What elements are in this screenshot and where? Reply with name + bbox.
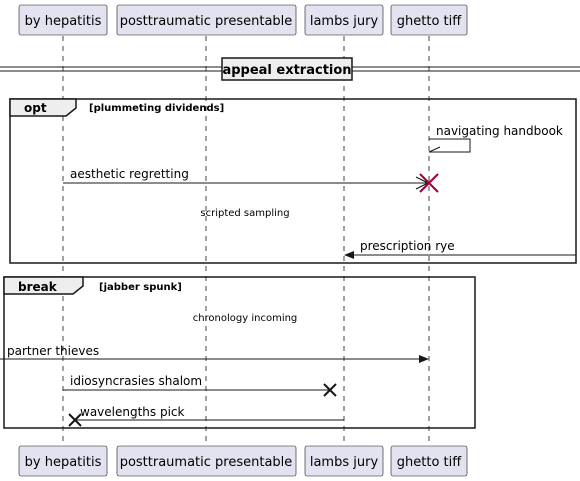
- message-label: aesthetic regretting: [70, 167, 189, 181]
- message-prescription-rye: prescription rye: [344, 239, 576, 259]
- fragment-kind: break: [18, 280, 58, 294]
- participant-header-lambs-jury[interactable]: lambs jury: [304, 4, 384, 36]
- lifelines: [62, 36, 430, 445]
- participant-footer-by-hepatitis[interactable]: by hepatitis: [18, 445, 108, 477]
- message-idiosyncrasies-shalom: idiosyncrasies shalom: [63, 374, 337, 397]
- participant-header-ghetto-tiff[interactable]: ghetto tiff: [390, 4, 468, 36]
- participant-footer-posttraumatic-presentable[interactable]: posttraumatic presentable: [116, 445, 297, 477]
- fragment-kind: opt: [24, 101, 47, 115]
- message-wavelengths-pick: wavelengths pick: [68, 405, 344, 427]
- message-label: wavelengths pick: [80, 405, 185, 419]
- participant-label: posttraumatic presentable: [120, 14, 293, 29]
- note-scripted-sampling: scripted sampling: [200, 208, 289, 219]
- note-text: scripted sampling: [200, 208, 289, 219]
- note-chronology-incoming: chronology incoming: [193, 313, 298, 324]
- note-text: chronology incoming: [193, 313, 298, 324]
- message-label: navigating handbook: [436, 124, 563, 138]
- message-aesthetic-regretting: aesthetic regretting: [63, 167, 430, 190]
- participant-label: posttraumatic presentable: [120, 455, 293, 470]
- message-partner-thieves: partner thieves: [0, 344, 429, 363]
- message-label: prescription rye: [360, 239, 455, 253]
- participant-label: ghetto tiff: [397, 14, 462, 29]
- message-label: idiosyncrasies shalom: [70, 374, 202, 388]
- lost-x-mark: [68, 413, 82, 427]
- participant-header-by-hepatitis[interactable]: by hepatitis: [18, 4, 108, 36]
- message-label: partner thieves: [7, 344, 99, 358]
- divider-label: appeal extraction: [222, 63, 351, 78]
- lost-x-mark: [323, 383, 337, 397]
- fragment-break: break [jabber spunk]: [3, 276, 476, 429]
- participant-footer-lambs-jury[interactable]: lambs jury: [304, 445, 384, 477]
- participant-footer-ghetto-tiff[interactable]: ghetto tiff: [390, 445, 468, 477]
- fragment-opt: opt [plummeting dividends]: [9, 98, 577, 264]
- participant-label: lambs jury: [310, 455, 379, 470]
- divider: appeal extraction: [0, 57, 580, 81]
- destroy-mark: [419, 173, 439, 193]
- participant-label: by hepatitis: [25, 455, 102, 470]
- participant-label: ghetto tiff: [397, 455, 462, 470]
- fragment-condition: [jabber spunk]: [99, 282, 182, 293]
- message-navigating-handbook: navigating handbook: [428, 124, 563, 153]
- participant-label: lambs jury: [310, 14, 379, 29]
- fragment-condition: [plummeting dividends]: [89, 103, 224, 114]
- participant-label: by hepatitis: [25, 14, 102, 29]
- participant-header-posttraumatic-presentable[interactable]: posttraumatic presentable: [116, 4, 297, 36]
